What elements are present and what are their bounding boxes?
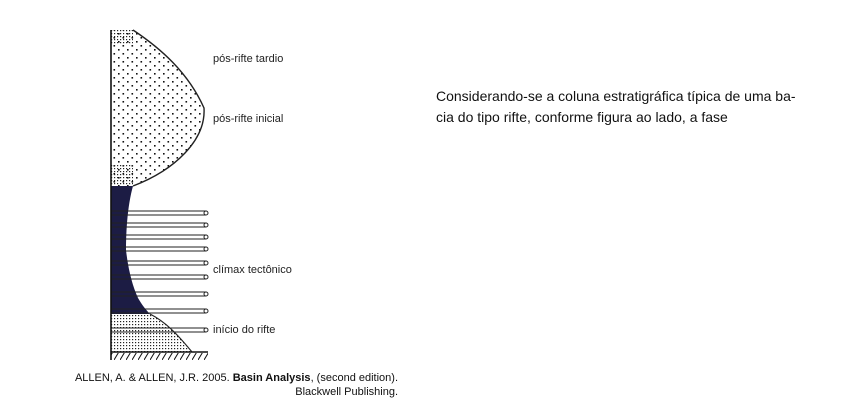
early-rift-fill (111, 314, 192, 352)
syn-rift-strata (111, 210, 206, 333)
top-dense-band (111, 30, 133, 44)
citation-line-1: ALLEN, A. & ALLEN, J.R. 2005. Basin Anal… (38, 371, 398, 385)
question-text: Considerando-se a coluna estratigráfica … (436, 86, 836, 128)
early-rift-outline (149, 313, 193, 353)
label-pos-rifte-inicial: pós-rifte inicial (213, 113, 283, 125)
figure-citation: ALLEN, A. & ALLEN, J.R. 2005. Basin Anal… (38, 371, 398, 399)
post-rift-outline (132, 29, 205, 187)
citation-publisher: Blackwell Publishing. (295, 386, 398, 398)
label-pos-rifte-tardio: pós-rifte tardio (213, 53, 283, 65)
post-rift-sag-fill (111, 30, 205, 186)
citation-authors: ALLEN, A. & ALLEN, J.R. 2005. (74, 372, 230, 384)
basement-hatch (111, 353, 208, 360)
citation-edition: , (second edition). (310, 372, 398, 384)
citation-book-title: Basin Analysis (232, 372, 311, 384)
lower-dense-band (111, 164, 133, 186)
label-inicio-do-rifte: início do rifte (213, 324, 275, 336)
label-climax-tectonico: clímax tectônico (213, 264, 292, 276)
syn-rift-dark-wedge (111, 186, 150, 314)
question-line-2: cia do tipo rifte, conforme figura ao la… (436, 109, 728, 125)
question-line-1: Considerando-se a coluna estratigráfica … (436, 88, 796, 104)
strata-end-caps (203, 210, 209, 333)
stratigraphic-column-figure: pós-rifte tardio pós-rifte inicial clíma… (110, 29, 292, 360)
